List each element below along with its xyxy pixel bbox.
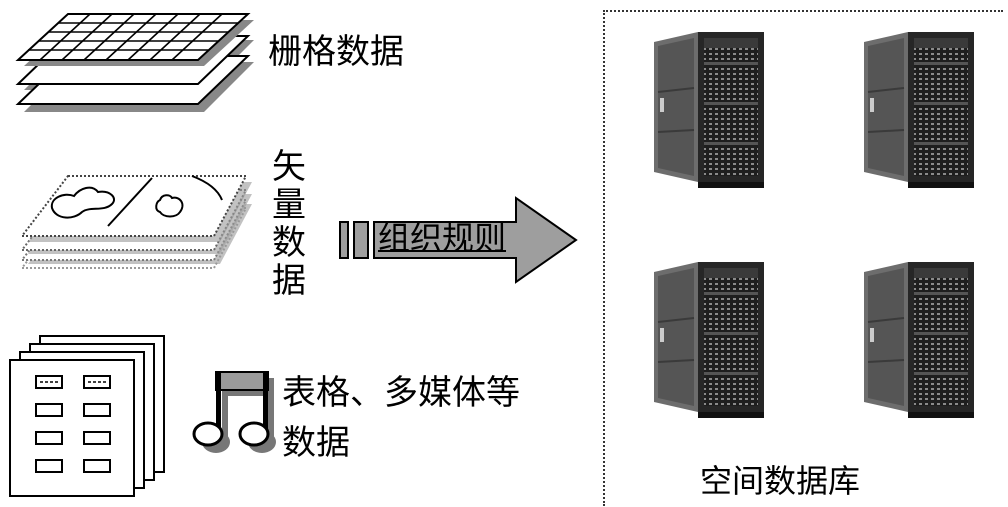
database-frame: [603, 10, 1003, 506]
table-label-line: 数据: [282, 423, 350, 463]
vector-label-char: 量: [272, 185, 306, 225]
raster-data-label: 栅格数据: [268, 32, 404, 72]
vector-label-char: 据: [272, 261, 306, 301]
table-multimedia-label: 表格、多媒体等 数据: [282, 368, 582, 468]
music-note-icon: [192, 371, 276, 453]
spatial-database-label: 空间数据库: [700, 462, 861, 500]
organization-rules-label: 组织规则: [378, 219, 507, 257]
raster-layers-icon: [15, 13, 254, 112]
vector-data-label: 矢 量 数 据: [272, 148, 312, 300]
table-document-stack-icon: [9, 335, 165, 497]
vector-label-char: 数: [272, 223, 306, 263]
vector-label-char: 矢: [272, 147, 306, 187]
vector-layers-icon: [19, 175, 252, 269]
table-label-line: 表格、多媒体等: [282, 373, 520, 413]
organization-arrow: [339, 196, 578, 284]
